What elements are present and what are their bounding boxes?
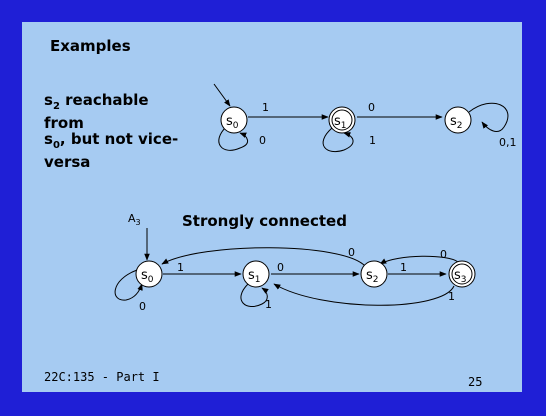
self-loop-s0 (114, 269, 143, 301)
strongly-connected-heading: Strongly connected (182, 212, 347, 230)
automata-diagrams: 1 0 0 1 0,1 s0 s1 (114, 83, 517, 313)
reachability-description: s2 reachable from s0, but not vice- vers… (44, 92, 178, 170)
state-s1: s1 (328, 106, 356, 134)
state-label: s2 (366, 268, 379, 285)
edge-label: 0,1 (499, 136, 517, 149)
description-line-3: s0, but not vice- (44, 131, 178, 154)
self-loop-s1 (240, 283, 269, 307)
edge-label: 1 (369, 134, 376, 147)
automaton-2: A3 0 1 1 0 0 1 0 1 (114, 212, 476, 313)
edge-label: 0 (259, 134, 266, 147)
edge-s2-s0 (161, 247, 366, 267)
state-s2: s2 (360, 260, 388, 288)
state-subscript: 0 (52, 140, 60, 151)
state-label: s0 (226, 114, 239, 131)
state-label: s3 (454, 268, 467, 285)
edge-label: 1 (400, 261, 407, 274)
self-loop-s1 (322, 127, 354, 152)
state-s2: s2 (444, 106, 472, 134)
slide-panel: Examples s2 reachable from s0, but not v… (22, 22, 522, 392)
edge-s3-s1 (273, 283, 455, 306)
edge-label: 1 (177, 261, 184, 274)
state-s3: s3 (448, 260, 476, 288)
slide-title: Examples (50, 37, 131, 55)
state-s0: s0 (135, 260, 163, 288)
edge-label: 1 (448, 290, 455, 303)
automaton-1: 1 0 0 1 0,1 s0 s1 (213, 83, 517, 152)
state-label: s1 (334, 114, 347, 131)
state-label: s0 (141, 268, 154, 285)
automaton-label: A3 (128, 212, 141, 227)
course-footer: 22C:135 - Part I (44, 370, 160, 384)
description-text: reachable (59, 91, 149, 109)
edge-s3-s2 (379, 255, 459, 265)
description-line-4: versa (44, 153, 91, 171)
edge-label: 0 (277, 261, 284, 274)
state-label: s2 (450, 114, 463, 131)
state-s1: s1 (242, 260, 270, 288)
description-line-2: from (44, 114, 84, 132)
edge-label: 0 (348, 246, 355, 259)
edge-label: 0 (440, 248, 447, 261)
description-text: , but not vice- (59, 130, 179, 148)
state-subscript: 2 (52, 101, 60, 112)
edge-label: 1 (265, 298, 272, 311)
state-symbol: s (44, 130, 53, 148)
self-loop-s0 (218, 125, 248, 151)
self-loop-s2 (468, 102, 509, 132)
description-line-1: s2 reachable (44, 92, 178, 115)
state-s0: s0 (220, 106, 248, 134)
state-symbol: s (44, 91, 53, 109)
edge-label: 1 (262, 101, 269, 114)
page-number: 25 (468, 375, 483, 389)
edge-label: 0 (139, 300, 146, 313)
state-label: s1 (248, 268, 261, 285)
initial-arrow (213, 83, 231, 107)
edge-label: 0 (368, 101, 375, 114)
